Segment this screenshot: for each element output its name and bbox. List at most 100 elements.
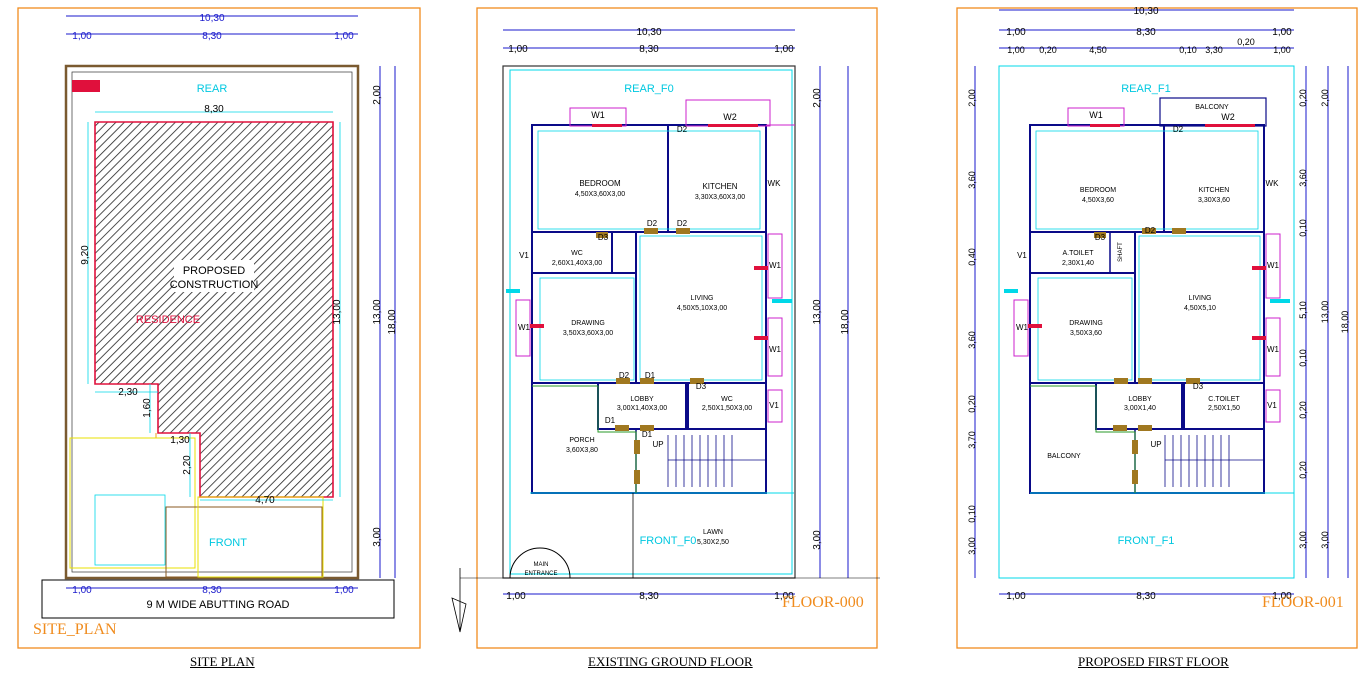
gf-lawn-name: LAWN <box>703 529 723 536</box>
gf-w1-right-b: W1 <box>769 345 782 354</box>
ff-d2-a: D2 <box>1145 226 1156 235</box>
ff-v1-left: V1 <box>1017 251 1027 260</box>
dim-1300: 13,00 <box>332 299 343 324</box>
ff-dim-right-2: 1,00 <box>1273 45 1291 55</box>
ff-d3-b: D3 <box>1193 382 1204 391</box>
ff-dim-v360-b: 3,60 <box>967 331 977 349</box>
ff-ctoilet-name: C.TOILET <box>1208 396 1240 403</box>
gf-drawing-size: 3,50X3,60X3,00 <box>563 330 613 337</box>
ff-dim-v040: 0,40 <box>967 248 977 266</box>
ff-bedroom-size: 4,50X3,60 <box>1082 197 1114 204</box>
gf-d2-b: D2 <box>677 219 688 228</box>
ff-rear-label: REAR_F1 <box>1121 83 1171 95</box>
ff-lobby-size: 3,00X1,40 <box>1124 405 1156 412</box>
ff-w1-right-b: W1 <box>1267 345 1280 354</box>
gf-d1-c: D1 <box>642 430 653 439</box>
gf-lobby-name: LOBBY <box>630 396 654 403</box>
ff-bedroom-name: BEDROOM <box>1080 187 1116 194</box>
ff-atoilet-size: 2,30X1,40 <box>1062 260 1094 267</box>
gf-d2-c: D2 <box>619 371 630 380</box>
gf-bedroom-size: 4,50X3,60X3,00 <box>575 191 625 198</box>
gf-entrance-2: ENTRANCE <box>524 571 557 577</box>
ff-w1-left: W1 <box>1016 323 1029 332</box>
ff-balcony-front: BALCONY <box>1047 453 1081 460</box>
first-floor-title: PROPOSED FIRST FLOOR <box>1078 654 1229 669</box>
ff-dim-450: 4,50 <box>1089 45 1107 55</box>
ff-wk: WK <box>1266 179 1280 188</box>
gf-wc2-size: 2,50X1,50X3,00 <box>702 405 752 412</box>
dim-front-300: 3,00 <box>372 527 383 547</box>
gf-dim-rear: 2,00 <box>812 88 823 108</box>
ff-front-label: FRONT_F1 <box>1118 535 1175 547</box>
gf-lawn-size: 5,30X2,50 <box>697 539 729 546</box>
ff-living-size: 4,50X5,10 <box>1184 305 1216 312</box>
gf-lobby-size: 3,00X1,40X3,00 <box>617 405 667 412</box>
gf-wc2-name: WC <box>721 396 733 403</box>
ff-dim-rr-1300: 13,00 <box>1320 301 1330 324</box>
gf-v1-right: V1 <box>769 401 779 410</box>
dim-160: 1,60 <box>142 398 153 418</box>
dim-overall: 10,30 <box>199 13 224 24</box>
gf-dim-front: 3,00 <box>812 530 823 550</box>
ff-up: UP <box>1150 440 1161 449</box>
gf-v1-left: V1 <box>519 251 529 260</box>
building-footprint <box>94 121 334 498</box>
ff-dim-bottom-width: 8,30 <box>1136 591 1156 602</box>
gf-dim-1800: 18,00 <box>840 309 851 334</box>
ff-balcony-top: BALCONY <box>1195 104 1229 111</box>
ff-dim-330: 3,30 <box>1205 45 1223 55</box>
gf-living-name: LIVING <box>691 295 714 302</box>
front-label: FRONT <box>209 537 247 549</box>
ff-dim-left-2: 1,00 <box>1007 45 1025 55</box>
ff-dim-r-510: 5,10 <box>1298 301 1308 319</box>
road <box>41 579 395 619</box>
gf-rear-label: REAR_F0 <box>624 83 674 95</box>
ff-drawing-name: DRAWING <box>1069 320 1103 327</box>
ground-floor-frame <box>476 7 878 649</box>
gf-w2: W2 <box>723 112 737 122</box>
dim-bottom-width: 8,30 <box>202 585 222 596</box>
ff-dim-rr-300: 3,00 <box>1320 531 1330 549</box>
ff-shaft: SHAFT <box>1118 242 1124 262</box>
dim-920: 9,20 <box>80 245 91 265</box>
gf-bedroom-name: BEDROOM <box>579 179 621 188</box>
gf-dim-width: 8,30 <box>639 44 659 55</box>
dim-bottom-left: 1,00 <box>72 585 92 596</box>
ff-dim-r-020-b: 0,20 <box>1298 401 1308 419</box>
dim-130: 1,30 <box>170 435 190 446</box>
gf-d3-b: D3 <box>696 382 707 391</box>
ground-floor-sheet-label: FLOOR-000 <box>782 594 864 611</box>
ff-dim-v370: 3,70 <box>967 431 977 449</box>
gf-d2-kitchen: D2 <box>677 125 688 134</box>
residence-label: RESIDENCE <box>136 314 200 326</box>
gf-wc-size: 2,60X1,40X3,00 <box>552 260 602 267</box>
ff-dim-rr-200: 2,00 <box>1320 89 1330 107</box>
ff-drawing-size: 3,50X3,60 <box>1070 330 1102 337</box>
gf-w1-right-a: W1 <box>769 261 782 270</box>
gf-up: UP <box>652 440 663 449</box>
gf-drawing-name: DRAWING <box>571 320 605 327</box>
gf-dim-1300: 13,00 <box>812 299 823 324</box>
gf-dim-bottom-width: 8,30 <box>639 591 659 602</box>
ff-dim-bottom-right: 1,00 <box>1272 591 1292 602</box>
ff-v1-right: V1 <box>1267 401 1277 410</box>
gf-dim-right: 1,00 <box>774 44 794 55</box>
ff-dim-rr-1800: 18,00 <box>1340 311 1350 334</box>
ff-dim-r-300: 3,00 <box>1298 531 1308 549</box>
dim-right-setback: 1,00 <box>334 31 354 42</box>
site-plan-panel: 10,30 1,00 8,30 1,00 REAR 8,30 PROPOSED … <box>17 7 421 649</box>
dim-1300-b: 13,00 <box>372 299 383 324</box>
ff-d2-kitchen: D2 <box>1173 125 1184 134</box>
dim-220: 2,20 <box>182 455 193 475</box>
first-floor-sheet-label: FLOOR-001 <box>1262 594 1344 611</box>
ff-dim-v300: 3,00 <box>967 537 977 555</box>
gf-d3-wc: D3 <box>598 233 609 242</box>
ff-dim-r-020-c: 0,20 <box>1298 461 1308 479</box>
dim-230: 2,30 <box>118 387 138 398</box>
ff-dim-width: 8,30 <box>1136 27 1156 38</box>
ff-dim-010: 0,10 <box>1179 45 1197 55</box>
first-floor-frame <box>956 7 1358 649</box>
ff-atoilet-name: A.TOILET <box>1063 250 1095 257</box>
gf-porch-name: PORCH <box>569 437 594 444</box>
